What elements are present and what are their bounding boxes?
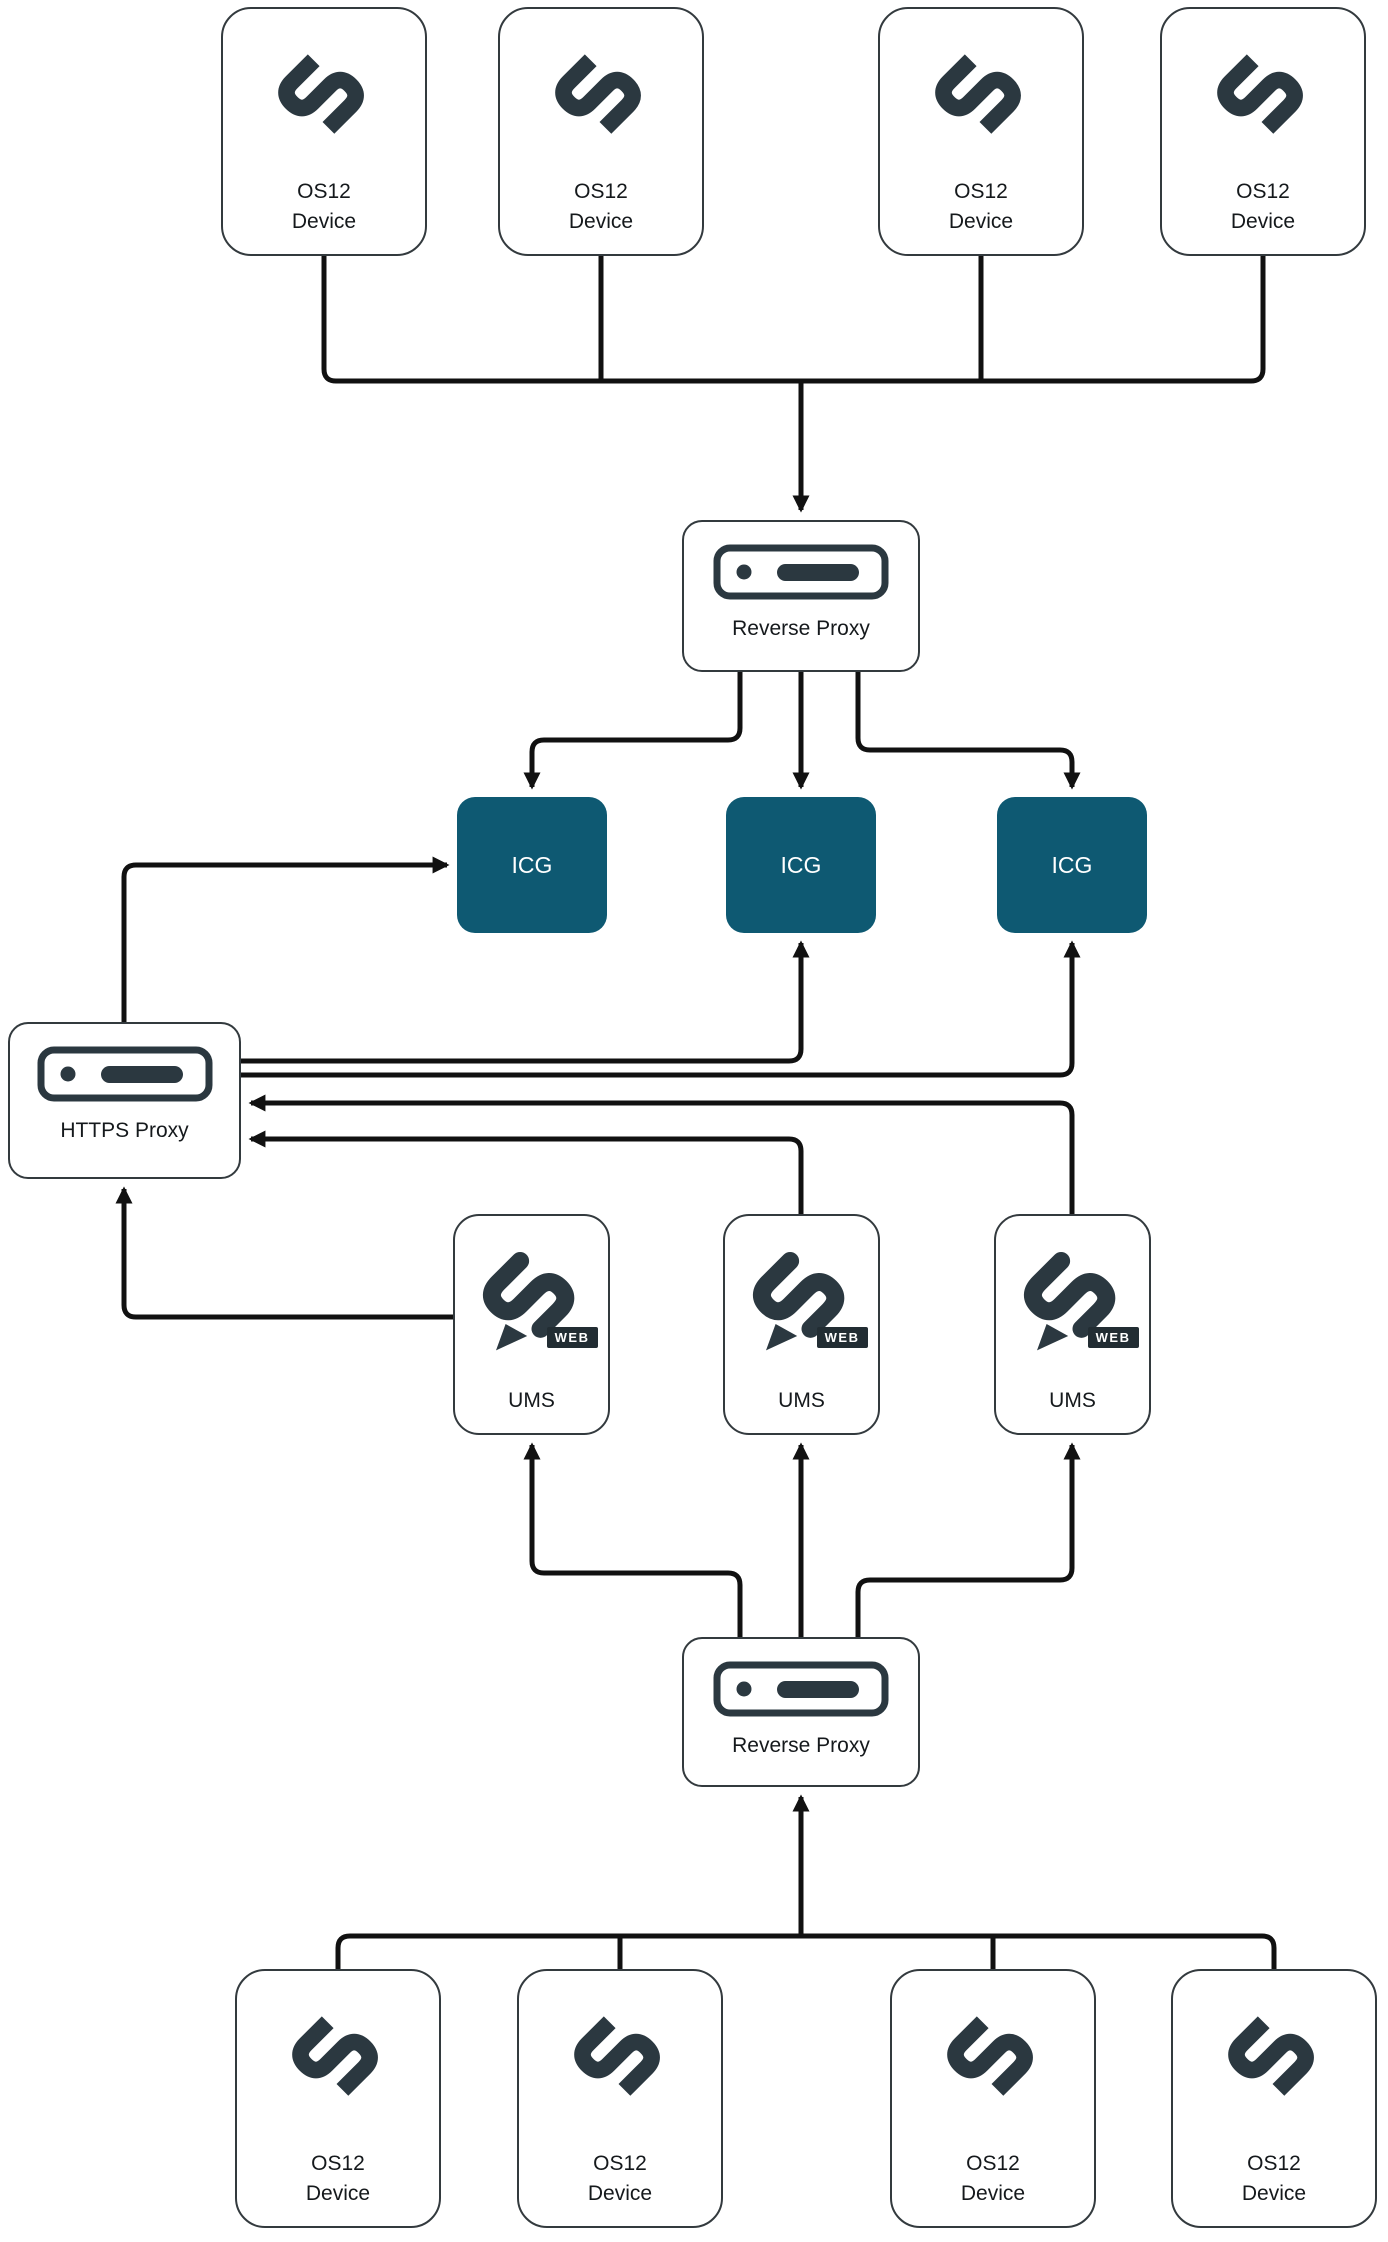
igel-os-logo-icon (1217, 54, 1303, 134)
node-os12-device-bottom-4: OS12 Device (1171, 1969, 1377, 2228)
igel-os-logo-icon (1228, 2016, 1314, 2096)
node-ums-1: WEB UMS (453, 1214, 610, 1435)
igel-os-logo-icon (574, 2016, 660, 2096)
edge-top-device-4 (801, 256, 1266, 384)
edges-reverse-proxy-to-icg (523, 672, 1081, 790)
web-badge: WEB (1087, 1327, 1139, 1348)
edge-https-proxy-to-icg-1 (121, 856, 450, 1022)
node-label: OS12 Device (960, 2152, 1026, 2205)
node-label: HTTPS Proxy (60, 1119, 189, 1142)
igel-os-logo-icon (947, 2016, 1033, 2096)
igel-os-logo-icon (555, 54, 641, 134)
node-label: OS12 Device (568, 180, 634, 233)
node-label: OS12 Device (305, 2152, 371, 2205)
igel-ums-web-logo-icon: WEB (742, 1240, 868, 1360)
edge-bottom-device-4 (801, 1933, 1277, 1969)
node-label: OS12 Device (1230, 180, 1296, 233)
edges-ums-to-https-proxy (115, 1094, 1075, 1320)
edges-bottom-devices-to-reverse-proxy (335, 1794, 1277, 1969)
node-label: ICG (780, 851, 822, 878)
server-icon (713, 1661, 889, 1717)
edge-ums-3-to-https-proxy (248, 1094, 1075, 1214)
node-label: OS12 Device (587, 2152, 653, 2205)
web-badge: WEB (546, 1327, 598, 1348)
node-os12-device-top-4: OS12 Device (1160, 7, 1366, 256)
igel-os-logo-icon (278, 54, 364, 134)
node-ums-3: WEB UMS (994, 1214, 1151, 1435)
node-https-proxy: HTTPS Proxy (8, 1022, 241, 1179)
node-label: ICG (1051, 851, 1093, 878)
node-label: OS12 Device (1241, 2152, 1307, 2205)
edges-top-devices-to-reverse-proxy (321, 256, 1266, 513)
node-label: ICG (511, 851, 553, 878)
node-label: Reverse Proxy (732, 617, 870, 640)
edge-ums-2-to-https-proxy (248, 1130, 804, 1214)
edge-https-proxy-to-icg-3 (241, 940, 1081, 1078)
node-os12-device-top-3: OS12 Device (878, 7, 1084, 256)
node-os12-device-top-1: OS12 Device (221, 7, 427, 256)
node-label: UMS (1049, 1388, 1096, 1412)
node-label: UMS (778, 1388, 825, 1412)
node-reverse-proxy-bottom: Reverse Proxy (682, 1637, 920, 1787)
node-label: Reverse Proxy (732, 1734, 870, 1757)
node-icg-1: ICG (457, 797, 607, 933)
node-ums-2: WEB UMS (723, 1214, 880, 1435)
edge-bottom-device-1 (335, 1933, 801, 1969)
edges-https-proxy-to-icg (121, 856, 1081, 1078)
igel-ums-web-logo-icon: WEB (1013, 1240, 1139, 1360)
node-os12-device-bottom-2: OS12 Device (517, 1969, 723, 2228)
edge-top-device-1 (321, 256, 801, 384)
node-label: OS12 Device (948, 180, 1014, 233)
edges-bottom-reverse-proxy-to-ums (523, 1442, 1081, 1637)
node-os12-device-bottom-1: OS12 Device (235, 1969, 441, 2228)
node-icg-3: ICG (997, 797, 1147, 933)
edge-proxy-to-ums-3 (855, 1442, 1081, 1637)
igel-ums-web-logo-icon: WEB (472, 1240, 598, 1360)
node-label: OS12 Device (291, 180, 357, 233)
edge-proxy-to-icg-1 (523, 672, 743, 790)
node-icg-2: ICG (726, 797, 876, 933)
igel-os-logo-icon (292, 2016, 378, 2096)
node-os12-device-top-2: OS12 Device (498, 7, 704, 256)
server-icon (713, 544, 889, 600)
igel-os-logo-icon (935, 54, 1021, 134)
web-badge: WEB (816, 1327, 868, 1348)
node-label: UMS (508, 1388, 555, 1412)
edge-ums-1-to-https-proxy (115, 1186, 453, 1320)
server-icon (37, 1046, 212, 1102)
edge-proxy-to-ums-1 (523, 1442, 743, 1637)
node-reverse-proxy-top: Reverse Proxy (682, 520, 920, 672)
node-os12-device-bottom-3: OS12 Device (890, 1969, 1096, 2228)
edge-proxy-to-icg-3 (855, 672, 1081, 790)
edge-https-proxy-to-icg-2 (241, 940, 810, 1064)
